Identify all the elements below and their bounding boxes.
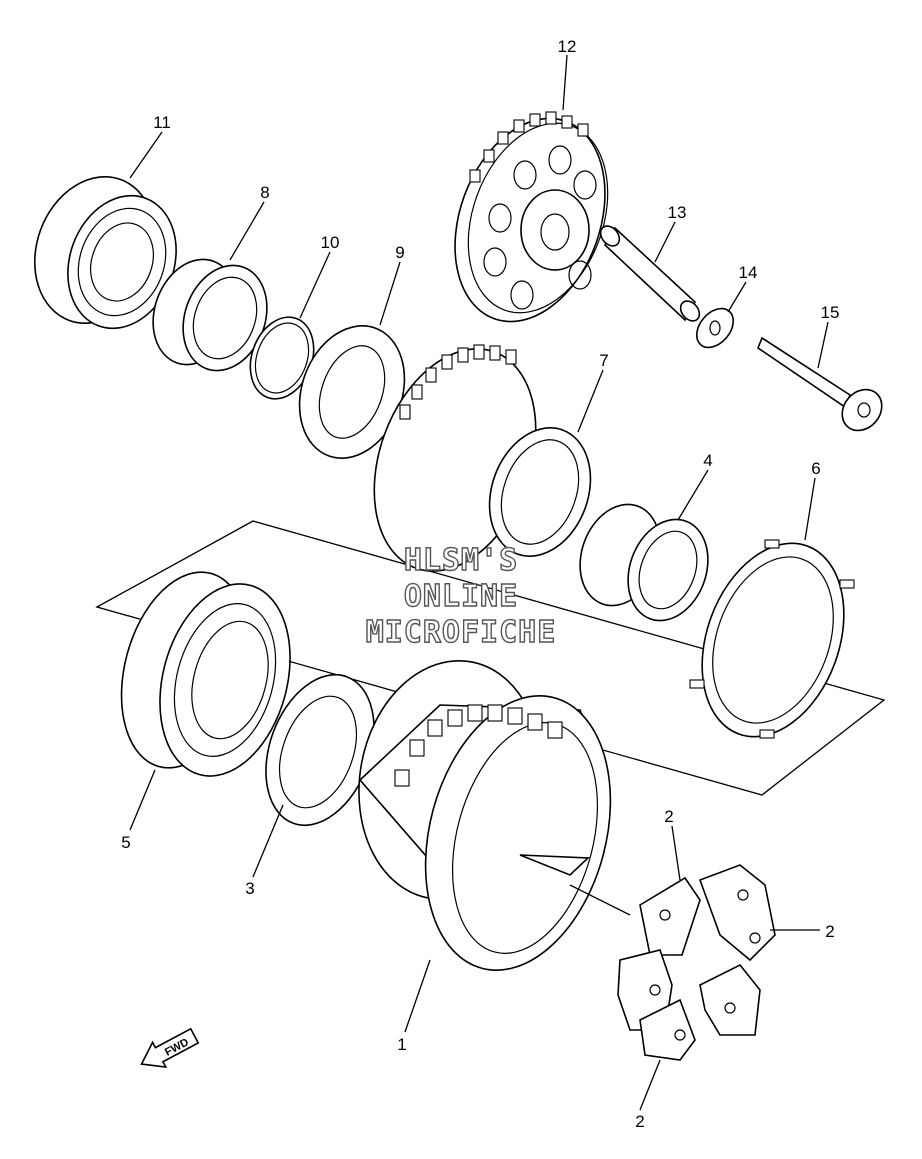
- callout-6: 6: [811, 459, 820, 478]
- part-2-dampers[interactable]: [617, 864, 776, 1061]
- part-6-plate[interactable]: [677, 523, 869, 756]
- fwd-label: FWD: [163, 1036, 191, 1058]
- part-5-one-way-clutch[interactable]: [101, 558, 310, 791]
- callout-15: 15: [821, 303, 840, 322]
- part-8-sleeve[interactable]: [139, 248, 281, 383]
- callout-4: 4: [703, 451, 712, 470]
- callout-1: 1: [397, 1035, 406, 1054]
- callout-9: 9: [395, 243, 404, 262]
- watermark-line-2: ONLINE: [404, 579, 518, 614]
- watermark: HLSM'S ONLINE MICROFICHE: [365, 542, 557, 650]
- part-7-gear-housing[interactable]: [345, 326, 607, 593]
- callout-12: 12: [558, 37, 577, 56]
- callout-2-right: 2: [825, 922, 834, 941]
- part-3-washer[interactable]: [246, 660, 393, 841]
- part-11-bearing[interactable]: [15, 160, 194, 344]
- callout-8: 8: [260, 183, 269, 202]
- callout-3: 3: [245, 879, 254, 898]
- callout-5: 5: [121, 833, 130, 852]
- part-15-bolt[interactable]: [757, 336, 890, 438]
- part-10-circlip[interactable]: [239, 308, 324, 407]
- part-13-shaft[interactable]: [597, 222, 703, 324]
- callout-7: 7: [599, 351, 608, 370]
- watermark-line-1: HLSM'S: [404, 543, 518, 578]
- callout-2-top: 2: [664, 807, 673, 826]
- part-12-gear[interactable]: [428, 97, 632, 342]
- watermark-line-3: MICROFICHE: [366, 615, 557, 650]
- part-4-collar[interactable]: [567, 493, 722, 632]
- callout-14: 14: [739, 263, 758, 282]
- fwd-arrow-icon: FWD: [140, 1027, 200, 1069]
- callout-10: 10: [321, 233, 340, 252]
- callout-13: 13: [668, 203, 687, 222]
- part-1-drum[interactable]: [341, 646, 640, 991]
- callout-11: 11: [153, 113, 171, 132]
- callout-2-bottom: 2: [635, 1112, 644, 1131]
- callout-labels: 12 11 8 10 9 13 14 15 7 4 6 5 3 1 2 2 2 …: [121, 37, 840, 1131]
- part-9-washer[interactable]: [282, 311, 422, 473]
- leader-lines: [129, 54, 829, 1111]
